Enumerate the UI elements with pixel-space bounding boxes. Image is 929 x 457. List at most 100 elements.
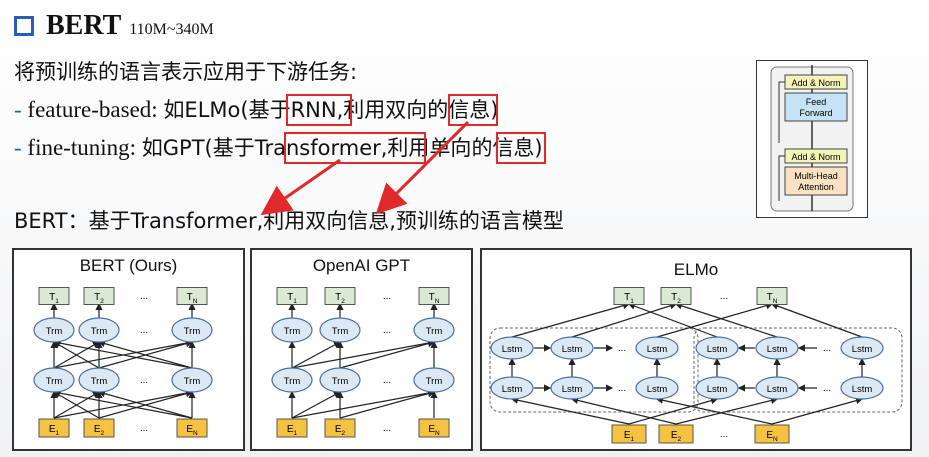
- trm-node-upper-label: Trm: [332, 326, 349, 337]
- highlight-rnn: 基于RNN: [248, 98, 337, 122]
- elmo-output-token-t2-label: T2: [671, 292, 681, 305]
- lstm-node-lower-label: Lstm: [707, 384, 728, 395]
- elmo-input-embedding-e2: [658, 424, 694, 444]
- layer1-to-layer2-line: [52, 339, 193, 369]
- lstm-node-upper-label: Lstm: [707, 344, 728, 355]
- trm-node-lower: [78, 367, 120, 393]
- lstm-node-upper-label: Lstm: [502, 344, 523, 355]
- lstm-node-upper: [550, 336, 594, 360]
- trm-node-lower-label: Trm: [426, 376, 443, 387]
- trm-node-upper-label: Trm: [184, 326, 201, 337]
- lstm-node-lower: [840, 376, 884, 400]
- input-embedding-e2: [83, 418, 115, 438]
- ellipsis-label: ...: [720, 291, 728, 302]
- input-to-lstm-line: [628, 397, 719, 425]
- lstm-node-upper-label: Lstm: [852, 344, 873, 355]
- trm-node-lower-label: Trm: [46, 376, 63, 387]
- ellipsis-label: ...: [140, 375, 148, 386]
- trm-node-lower-label: Trm: [332, 376, 349, 387]
- add-norm-bottom-label: Add & Norm: [791, 152, 840, 162]
- elmo-output-token-tn: [756, 287, 788, 305]
- lstm-node-lower: [550, 376, 594, 400]
- ellipsis-label: ...: [823, 383, 831, 394]
- trm-node-lower: [319, 367, 361, 393]
- elmo-input-embedding-e2-label: E2: [671, 430, 682, 443]
- lstm-node-upper: [755, 336, 799, 360]
- red-box-unidirectional: [496, 132, 546, 164]
- ellipsis-label: ...: [720, 429, 728, 440]
- output-token-t2: [83, 287, 115, 305]
- ellipsis-label: ...: [618, 343, 626, 354]
- output-token-tn-label: TN: [429, 292, 440, 305]
- gpt-diagram: T1TrmTrmE1T2TrmTrmE2TNTrmTrmEN..........…: [271, 287, 455, 438]
- lstm-node-lower: [695, 376, 739, 400]
- input-embedding-e1-label: E1: [287, 424, 298, 437]
- output-token-tn-label: TN: [187, 292, 198, 305]
- trm-node-lower: [413, 367, 455, 393]
- highlight-bidirectional: 双向: [385, 98, 428, 122]
- lstm-node-upper: [635, 336, 679, 360]
- layer1-to-layer2-line: [52, 341, 100, 369]
- transformer-block-diagram: Add & Norm Feed Forward Add & Norm Multi…: [756, 60, 868, 218]
- lstm-node-upper-label: Lstm: [647, 344, 668, 355]
- trm-node-upper: [319, 317, 361, 343]
- ellipsis-label: ...: [618, 383, 626, 394]
- output-token-t2-label: T2: [94, 292, 104, 305]
- input-embedding-en: [176, 418, 208, 438]
- slide-subtitle: 110M~340M: [129, 21, 214, 38]
- lstm-to-output-line: [674, 302, 778, 338]
- input-to-layer1-line: [52, 391, 100, 419]
- lstm-node-lower-label: Lstm: [767, 384, 788, 395]
- trm-node-upper: [413, 317, 455, 343]
- lstm-node-lower-label: Lstm: [647, 384, 668, 395]
- input-embedding-e1: [38, 418, 70, 438]
- layer1-to-layer2-line: [97, 340, 193, 369]
- input-to-lstm-line: [771, 397, 864, 425]
- lstm-to-output-line: [571, 302, 678, 338]
- ellipsis-label: ...: [383, 325, 391, 336]
- elmo-output-token-tn-label: TN: [767, 292, 778, 305]
- red-box-transformer: [284, 132, 426, 164]
- lstm-node-upper: [490, 336, 534, 360]
- red-box-rnn: [286, 94, 352, 126]
- output-token-t1-label: T1: [287, 292, 297, 305]
- lstm-node-upper-label: Lstm: [562, 344, 583, 355]
- ellipsis-label: ...: [383, 375, 391, 386]
- trm-node-upper-label: Trm: [284, 326, 301, 337]
- output-token-t2: [324, 287, 356, 305]
- slide-header: BERT 110M~340M: [14, 10, 214, 46]
- feed-forward-label-1: Feed: [806, 97, 827, 107]
- input-to-lstm-line: [675, 396, 779, 425]
- trm-node-lower: [33, 367, 75, 393]
- elmo-input-embedding-e1-label: E1: [624, 430, 635, 443]
- lstm-to-output-line: [627, 302, 718, 338]
- red-box-bidirectional: [448, 94, 498, 126]
- trm-node-lower: [171, 367, 213, 393]
- trm-node-upper: [78, 317, 120, 343]
- ellipsis-label: ...: [140, 325, 148, 336]
- ellipsis-label: ...: [383, 291, 391, 302]
- trm-node-upper-label: Trm: [426, 326, 443, 337]
- input-to-lstm-line: [655, 396, 773, 425]
- input-embedding-e2-label: E2: [94, 424, 105, 437]
- feed-forward-label-2: Forward: [799, 108, 832, 118]
- lstm-to-output-line: [770, 302, 863, 338]
- lstm-node-lower: [490, 376, 534, 400]
- trm-node-upper: [171, 317, 213, 343]
- output-token-tn: [176, 287, 208, 305]
- ellipsis-label: ...: [140, 423, 148, 434]
- trm-node-upper-label: Trm: [46, 326, 63, 337]
- arrow-bidirectional: [375, 120, 470, 215]
- slide-title: BERT: [46, 10, 122, 41]
- input-to-layer1-line: [52, 389, 193, 419]
- lstm-node-upper-label: Lstm: [767, 344, 788, 355]
- lstm-node-lower: [755, 376, 799, 400]
- layer1-to-layer2-line: [291, 339, 436, 369]
- highlight-transformer: 基于Transformer: [212, 136, 381, 160]
- add-norm-top-label: Add & Norm: [791, 78, 840, 88]
- input-to-lstm-line: [570, 396, 677, 425]
- bert-diagram: T1TrmTrmE1T2TrmTrmE2TNTrmTrmEN..........…: [33, 287, 213, 438]
- input-embedding-e1: [276, 418, 308, 438]
